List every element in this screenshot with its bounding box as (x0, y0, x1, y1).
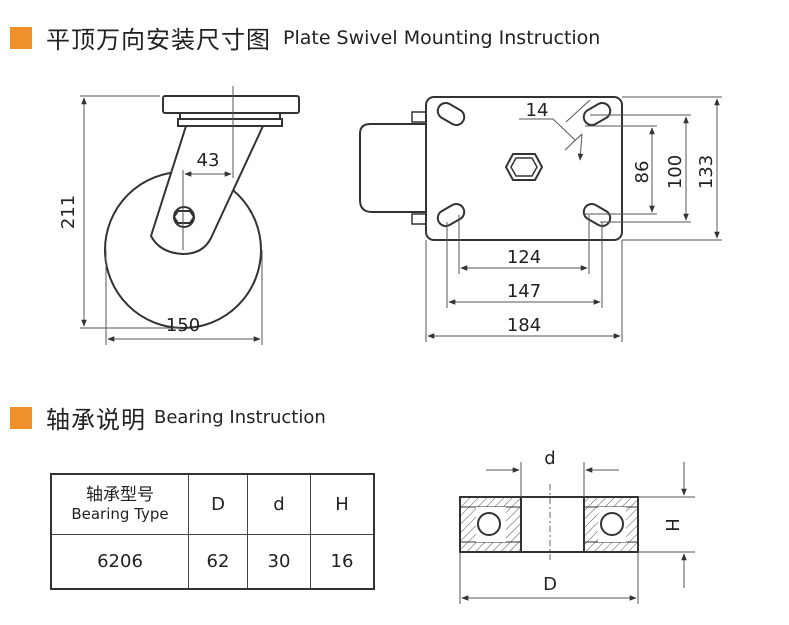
dim-inner-height: 100 (665, 155, 686, 189)
section-title-en: Plate Swivel Mounting Instruction (283, 26, 601, 49)
bearing-section (459, 484, 639, 562)
bearing-ring (177, 118, 283, 127)
section-title-cn: 平顶万向安装尺寸图 (46, 26, 271, 54)
section-heading-mounting: 平顶万向安装尺寸图 Plate Swivel Mounting Instruct… (10, 20, 600, 55)
dim-wheel-width: 150 (166, 315, 200, 336)
cell-H: 16 (310, 533, 375, 590)
section-title-cn: 轴承说明 (46, 406, 146, 434)
axle-nut-icon (172, 210, 196, 224)
dim-hole-spacing-h: 124 (507, 247, 541, 268)
top-view (359, 96, 623, 241)
cell-bearing-type: 6206 (50, 533, 189, 590)
tab (411, 213, 427, 225)
header-bearing-type: 轴承型号 Bearing Type (50, 473, 189, 535)
section-title-en: Bearing Instruction (154, 407, 326, 428)
tab (411, 111, 427, 123)
side-view (104, 95, 300, 329)
mounting-slot (436, 203, 466, 227)
center-hole-inner (510, 157, 538, 177)
bearing-outline (459, 496, 639, 553)
dim-inner-width: 147 (507, 281, 541, 302)
orange-square-icon (10, 26, 32, 49)
dim-slot-width: 14 (526, 100, 549, 121)
top-plate (162, 95, 300, 114)
center-hole-icon (504, 153, 544, 181)
dim-inner-diameter: d (544, 448, 555, 469)
dim-plate-width: 184 (507, 315, 541, 336)
dim-height: 211 (58, 195, 79, 229)
header-d: d (247, 473, 311, 535)
mounting-slot (582, 102, 612, 126)
dim-offset: 43 (197, 150, 220, 171)
ball-icon (600, 512, 624, 536)
dim-plate-height: 133 (696, 155, 717, 189)
dim-hole-spacing-v: 86 (632, 161, 653, 184)
wheel-profile (359, 123, 426, 213)
mounting-slot (436, 102, 466, 126)
dim-bearing-height: H (661, 518, 682, 532)
dim-outer-diameter: D (543, 574, 557, 595)
orange-square-icon (10, 406, 32, 429)
mounting-plate (425, 96, 623, 241)
bearing-table: 轴承型号 Bearing Type D d H 6206 62 30 16 (50, 473, 375, 590)
section-heading-bearing: 轴承说明 Bearing Instruction (10, 400, 326, 435)
header-H: H (310, 473, 375, 535)
cell-D: 62 (188, 533, 248, 590)
cell-d: 30 (247, 533, 311, 590)
header-D: D (188, 473, 248, 535)
ball-icon (477, 512, 501, 536)
